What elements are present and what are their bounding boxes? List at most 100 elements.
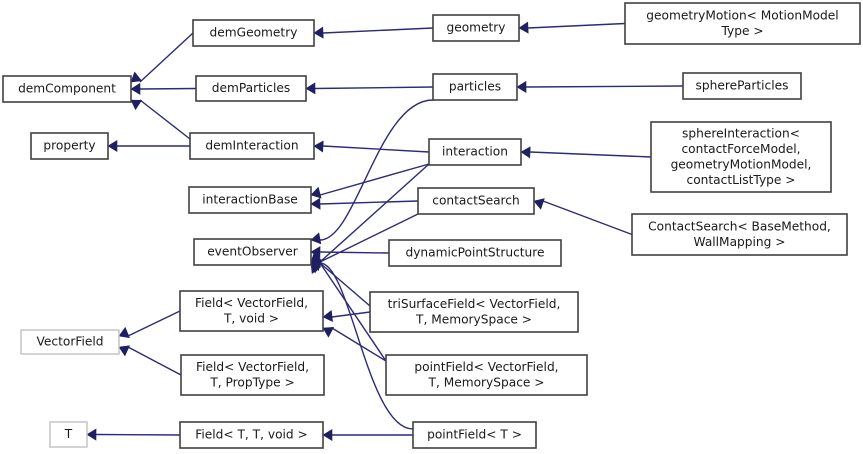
edge-pointFieldT-to-eventObserver <box>319 262 414 430</box>
node-box-T[interactable] <box>49 421 88 448</box>
node-box-triSurfaceField[interactable] <box>369 291 579 333</box>
arrowhead-icon-demComponent-from-demInteraction <box>130 99 143 111</box>
node-box-contactSearch[interactable] <box>417 187 535 215</box>
node-triSurfaceField[interactable]: triSurfaceField< VectorField,T, MemorySp… <box>369 291 579 333</box>
node-box-interaction[interactable] <box>428 138 522 166</box>
edge-interaction-to-eventObserver <box>319 163 430 263</box>
node-box-demParticles[interactable] <box>195 75 307 102</box>
edge-FieldTTvoid-to-T <box>95 433 181 436</box>
node-label-property: property <box>43 139 95 153</box>
edge-triSurfaceField-to-eventObserver <box>319 262 371 307</box>
node-label-FieldVecVoid: Field< VectorField, <box>195 296 308 310</box>
node-box-FieldVecVoid[interactable] <box>179 290 324 332</box>
node-VectorField[interactable]: VectorField <box>20 329 120 355</box>
edge-interaction-to-interactionBase <box>319 163 430 196</box>
node-label-eventObserver: eventObserver <box>207 245 299 259</box>
node-label-demParticles: demParticles <box>212 81 291 95</box>
node-label-pointFieldVec: pointField< VectorField, <box>414 360 558 374</box>
node-sphereParticles[interactable]: sphereParticles <box>682 72 802 100</box>
node-FieldTTvoid[interactable]: Field< T, T, void > <box>179 421 324 449</box>
node-box-geometryMotion[interactable] <box>624 2 861 45</box>
node-label-sphereInteraction: geometryMotionModel, <box>671 157 812 171</box>
node-box-ContactSearchTpl[interactable] <box>631 213 848 256</box>
arrowhead-icon-FieldVecVoid-from-triSurfaceField <box>322 310 333 323</box>
edge-FieldVecProp-to-VectorField <box>127 346 182 376</box>
node-label-sphereInteraction: sphereInteraction< <box>682 126 800 140</box>
edge-contactSearch-to-eventObserver <box>319 213 419 263</box>
node-box-particles[interactable] <box>432 73 518 101</box>
node-eventObserver[interactable]: eventObserver <box>193 238 312 266</box>
node-dynamicPointStructure[interactable]: dynamicPointStructure <box>388 239 562 267</box>
node-ContactSearchTpl[interactable]: ContactSearch< BaseMethod, WallMapping > <box>631 213 848 256</box>
node-FieldVecVoid[interactable]: Field< VectorField,T, void > <box>179 290 324 332</box>
node-label-ContactSearchTpl: ContactSearch< BaseMethod, <box>648 219 831 233</box>
node-pointFieldT[interactable]: pointField< T > <box>412 421 537 449</box>
node-box-FieldTTvoid[interactable] <box>179 421 324 449</box>
node-label-FieldVecProp: T, PropType > <box>209 375 294 389</box>
node-label-FieldTTvoid: Field< T, T, void > <box>195 428 307 442</box>
node-box-pointFieldT[interactable] <box>412 421 537 449</box>
node-box-demComponent[interactable] <box>2 75 132 103</box>
node-box-interactionBase[interactable] <box>188 186 312 214</box>
edge-layer <box>86 21 684 442</box>
node-demGeometry[interactable]: demGeometry <box>192 19 315 47</box>
edge-geometry-to-demGeometry <box>322 27 434 34</box>
edge-demInteraction-to-demComponent <box>139 99 191 140</box>
node-label-dynamicPointStructure: dynamicPointStructure <box>405 246 544 260</box>
edge-demGeometry-to-demComponent <box>139 32 194 83</box>
edge-pointFieldVec-to-FieldVecVoid <box>331 327 387 362</box>
node-label-geometryMotion: Type > <box>720 24 763 38</box>
edge-particles-to-demParticles <box>314 86 434 90</box>
node-demParticles[interactable]: demParticles <box>195 75 307 102</box>
node-label-sphereParticles: sphereParticles <box>696 79 789 93</box>
edge-dynamicPointStructure-to-eventObserver <box>319 251 390 254</box>
node-label-ContactSearchTpl: WallMapping > <box>694 235 786 249</box>
node-box-sphereParticles[interactable] <box>682 72 802 100</box>
node-box-geometry[interactable] <box>432 14 520 42</box>
arrowhead-icon-eventObserver-from-particles <box>310 232 322 245</box>
arrowhead-icon-interactionBase-from-contactSearch <box>310 197 321 210</box>
node-sphereInteraction[interactable]: sphereInteraction<contactForceModel,geom… <box>650 121 832 193</box>
edge-demParticles-to-demComponent <box>139 87 197 90</box>
node-box-property[interactable] <box>30 132 109 160</box>
node-geometry[interactable]: geometry <box>432 14 520 42</box>
node-label-demInteraction: demInteraction <box>205 139 298 153</box>
node-pointFieldVec[interactable]: pointField< VectorField,T, MemorySpace > <box>385 354 588 396</box>
node-box-demInteraction[interactable] <box>189 132 315 160</box>
node-box-dynamicPointStructure[interactable] <box>388 239 562 267</box>
edge-sphereInteraction-to-interaction <box>529 151 652 158</box>
node-particles[interactable]: particles <box>432 73 518 101</box>
node-interaction[interactable]: interaction <box>428 138 522 166</box>
arrowhead-icon-T-from-FieldTTvoid <box>86 428 97 441</box>
edge-particles-to-eventObserver <box>319 99 434 241</box>
node-label-FieldVecVoid: T, void > <box>223 311 279 325</box>
node-FieldVecProp[interactable]: Field< VectorField,T, PropType > <box>180 354 325 396</box>
node-box-VectorField[interactable] <box>20 329 120 355</box>
node-box-FieldVecProp[interactable] <box>180 354 325 396</box>
node-label-particles: particles <box>449 80 501 94</box>
node-T[interactable]: T <box>49 421 88 448</box>
node-label-geometry: geometry <box>446 21 505 35</box>
arrowhead-icon-geometry-from-geometryMotion <box>518 21 529 34</box>
node-property[interactable]: property <box>30 132 109 160</box>
node-demInteraction[interactable]: demInteraction <box>189 132 315 160</box>
node-box-sphereInteraction[interactable] <box>650 121 832 193</box>
node-interactionBase[interactable]: interactionBase <box>188 186 312 214</box>
node-label-demComponent: demComponent <box>18 82 116 96</box>
node-demComponent[interactable]: demComponent <box>2 75 132 103</box>
node-box-eventObserver[interactable] <box>193 238 312 266</box>
node-box-pointFieldVec[interactable] <box>385 354 588 396</box>
node-label-sphereInteraction: contactListType > <box>687 173 796 187</box>
node-box-demGeometry[interactable] <box>192 19 315 47</box>
node-label-T: T <box>64 427 73 441</box>
edge-pointFieldVec-to-eventObserver <box>319 262 387 362</box>
arrowhead-icon-interactionBase-from-interaction <box>310 186 322 199</box>
node-contactSearch[interactable]: contactSearch <box>417 187 535 215</box>
arrowhead-icon-VectorField-from-FieldVecVoid <box>118 326 130 339</box>
node-label-interactionBase: interactionBase <box>202 193 298 207</box>
node-label-demGeometry: demGeometry <box>210 26 298 40</box>
edge-FieldVecVoid-to-VectorField <box>127 310 181 337</box>
